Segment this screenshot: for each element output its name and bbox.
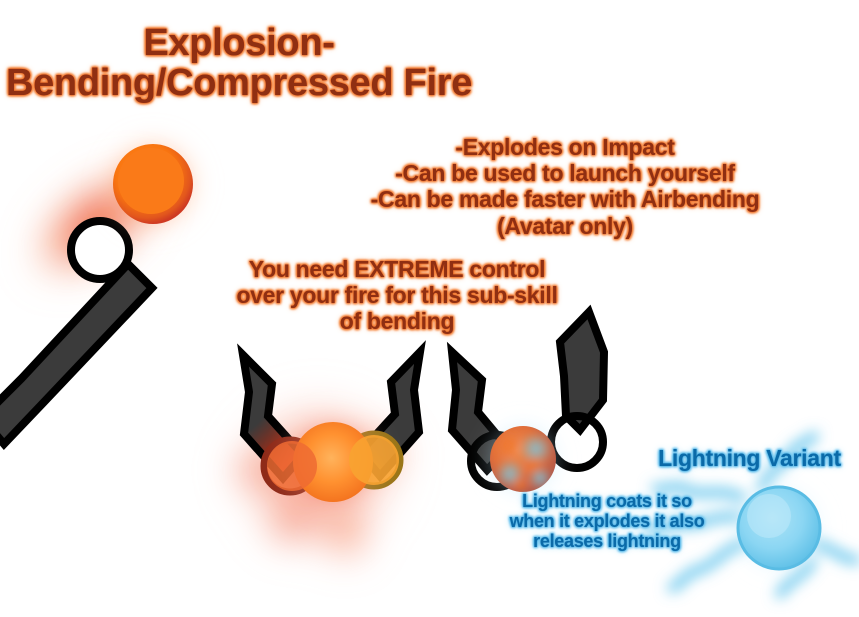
lightning-variant-note: Lightning coats it so when it explodes i… <box>509 491 705 551</box>
explosion-core <box>293 422 373 502</box>
control-requirement-note: You need EXTREME control over your fire … <box>236 256 558 334</box>
fireball-inner <box>118 148 184 214</box>
lightning-arc <box>643 512 744 535</box>
figure-two-handed-explosion <box>222 340 426 568</box>
figure-lightning-ball <box>643 431 859 599</box>
fist-circle <box>67 217 133 283</box>
explosion-right-lobe <box>349 435 399 485</box>
figure-launch-punch <box>0 132 205 450</box>
page-title: Explosion- Bending/Compressed Fire <box>5 22 473 104</box>
lightning-variant-title: Lightning Variant <box>658 445 841 471</box>
properties-list: -Explodes on Impact -Can be used to laun… <box>370 134 760 239</box>
right-arm-shape <box>555 304 609 437</box>
lightning-arc <box>651 482 747 503</box>
explosion-left-lobe <box>267 441 317 491</box>
lightning-sphere-highlight <box>747 494 791 538</box>
figure-compressed-ball <box>446 304 609 503</box>
compressed-sphere-mottle <box>495 432 553 492</box>
lightning-arc <box>667 538 749 593</box>
arm-shape <box>0 258 158 450</box>
